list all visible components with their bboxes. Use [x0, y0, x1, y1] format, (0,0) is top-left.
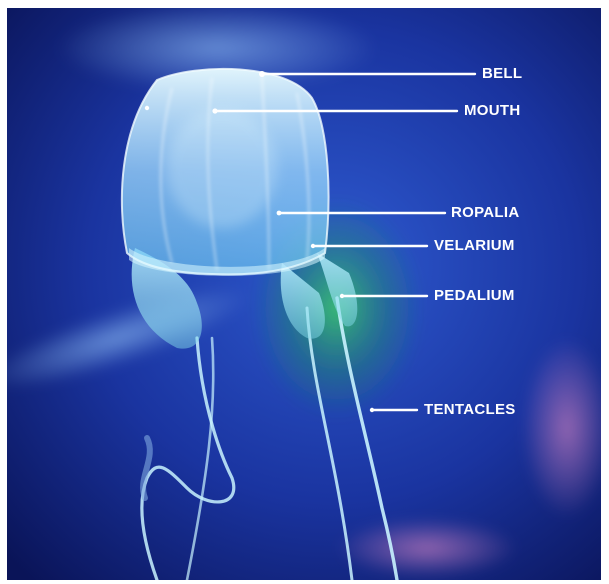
velarium-label: VELARIUM [434, 237, 515, 255]
mouth-label: MOUTH [464, 102, 521, 120]
pedalium-label: PEDALIUM [434, 287, 515, 305]
pink-glow-bottom [337, 518, 517, 578]
ropalia-label: ROPALIA [451, 204, 520, 222]
bell-inner-glow [167, 108, 277, 228]
tentacles-label: TENTACLES [424, 401, 516, 419]
jellyfish-photo: BELL MOUTH ROPALIA VELARIUM PEDALIUM TEN… [7, 8, 601, 580]
bell-label: BELL [482, 65, 522, 83]
